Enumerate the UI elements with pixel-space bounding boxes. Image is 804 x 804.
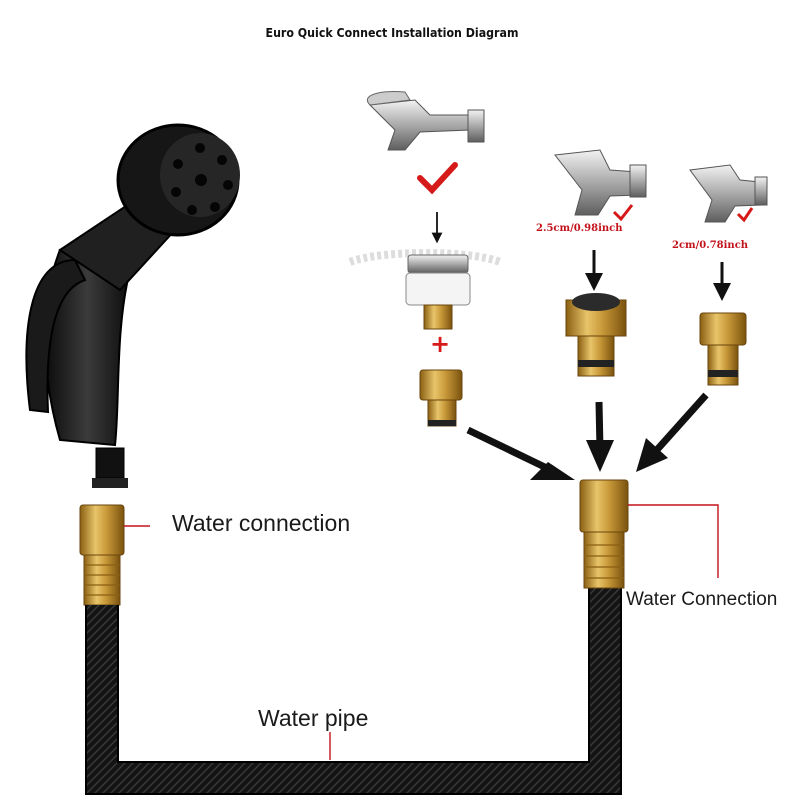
arrow-icon <box>652 392 709 455</box>
right-brass-connector <box>579 479 629 589</box>
brass-connector-icon <box>419 369 463 427</box>
plus-sign: + <box>430 330 451 358</box>
tap-icon <box>367 91 485 151</box>
water-pipe-label: Water pipe <box>258 705 369 731</box>
tap-icon <box>554 149 647 216</box>
left-brass-connector <box>79 504 125 606</box>
faucet-size-large: 2.5cm/0.98inch <box>536 223 623 234</box>
faucet-size-small: 2cm/0.78inch <box>672 240 749 251</box>
tap-adapter-icon <box>348 249 502 330</box>
check-mark-icon <box>612 204 634 222</box>
check-mark-icon <box>736 207 754 223</box>
diagram-title: Euro Quick Connect Installation Diagram <box>265 26 519 40</box>
right-label-leader <box>628 504 719 578</box>
right-connection-label: Water Connection <box>626 589 778 610</box>
brass-connector-icon <box>699 312 747 386</box>
brass-connector-icon <box>565 293 627 377</box>
spray-nozzle-icon <box>25 123 240 488</box>
arrow-icon <box>466 426 557 476</box>
water-pipe <box>85 585 622 795</box>
left-connection-label: Water connection <box>172 510 351 536</box>
check-mark-icon <box>417 162 458 195</box>
tap-icon <box>689 164 768 223</box>
